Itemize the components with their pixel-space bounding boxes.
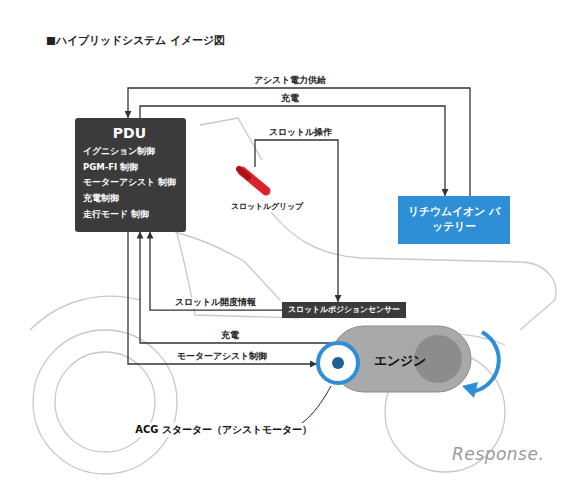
grip-end [239,169,248,177]
throttle-grip: スロットルグリップ [236,165,276,197]
signal-arrow [140,232,332,343]
front-fender [30,296,140,330]
watermark: Response. [452,444,544,464]
signal-arrow [150,232,282,311]
node-label: エンジン [374,352,426,370]
signal-label: 充電 [219,330,241,341]
front-wheel [33,330,177,474]
motor-ring [318,343,358,383]
front-wheel-rim [55,352,155,452]
function-item: PGM-FI 制御 [83,160,176,176]
function-item: 充電制御 [83,191,176,207]
node-label: PDU [83,125,176,141]
handlebar [200,118,262,160]
signal-arrow [255,140,338,302]
function-item: イグニション制御 [83,144,176,160]
function-item: モーターアシスト 制御 [83,175,176,191]
throttle-grip-outline [236,165,276,197]
signal-label: モーターアシスト制御 [175,351,269,362]
node-label: スロットルポジションセンサー [288,305,400,315]
node-label: ACG スターター（アシストモーター） [133,423,314,437]
node-label: スロットルグリップ [230,201,304,212]
signal-label: 充電 [279,93,301,104]
motor-hub [332,357,344,369]
rotation-arrowhead [462,382,478,398]
signal-label: スロットル操作 [267,127,334,138]
assist-motor-outline [316,341,360,385]
battery-box: リチウムイオン バッテリー [398,196,510,244]
signal-label: アシスト電力供給 [252,75,328,86]
assist-motor: ACG スターター（アシストモーター） [316,341,360,385]
signal-arrow [128,232,317,364]
control-unit-box: PDU イグニション制御PGM-FI 制御モーターアシスト 制御充電制御走行モード… [75,118,186,232]
diagram-title: ■ハイブリッドシステム イメージ図 [46,34,225,48]
signal-label: スロットル開度情報 [173,297,258,308]
node-label: リチウムイオン バッテリー [404,205,504,235]
leg-shield [175,232,280,300]
sensor-box: スロットルポジションセンサー [282,302,406,318]
function-item: 走行モード 制御 [83,207,176,223]
scooter-outline [30,118,556,474]
